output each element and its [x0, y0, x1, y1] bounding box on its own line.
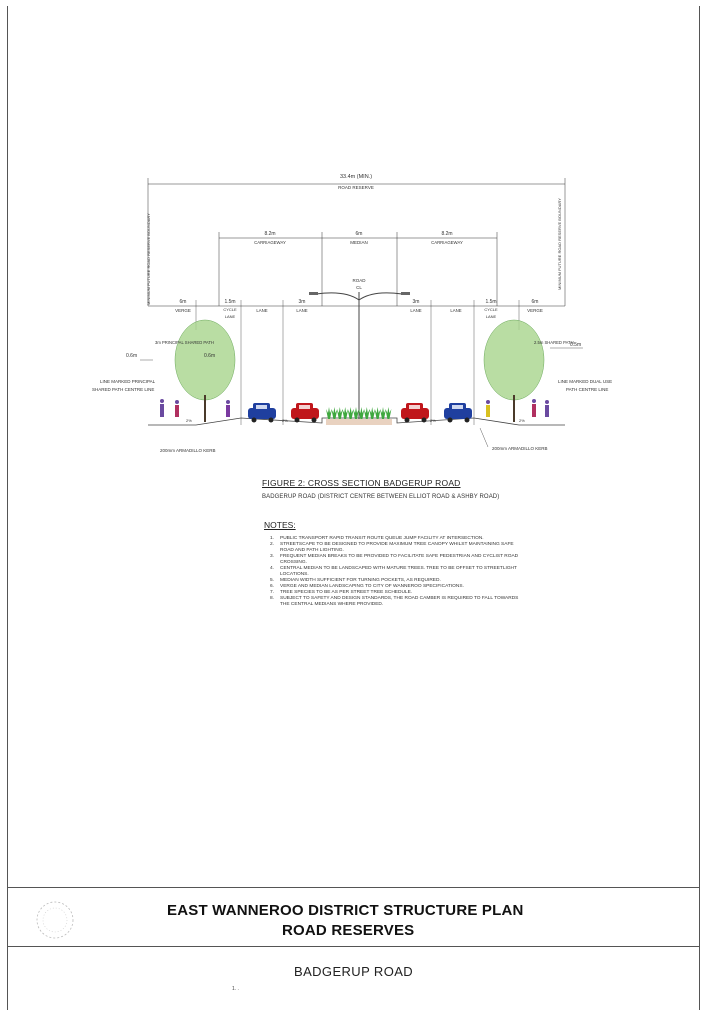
grade-label: 2% [430, 418, 436, 423]
tree-right-icon [483, 319, 545, 422]
median-label: MEDIAN [350, 240, 368, 245]
road-cl-label-2: CL [356, 285, 362, 290]
note-item: SUBJECT TO SAFETY AND DESIGN STANDARDS, … [270, 596, 519, 607]
offset-left2-label: 0.6m [204, 353, 215, 359]
median-plant [380, 407, 386, 419]
median-plant [347, 407, 354, 419]
median-plant [336, 407, 343, 419]
cycle-right-label: CYCLE [484, 307, 498, 312]
road-reserve-label: ROAD RESERVE [338, 185, 374, 190]
car-blue-right-icon [444, 403, 472, 423]
median-planting-icon [326, 407, 392, 419]
verge-right-width: 6m [532, 299, 539, 305]
note-item: PUBLIC TRANSPORT RAPID TRANSIT ROUTE QUE… [270, 536, 484, 542]
carriageway-right-label: CARRIAGEWAY [431, 240, 463, 245]
shared-path-right-label: 2.5m SHARED PATH [534, 340, 574, 345]
kerb-right-label: 200mm ARMADILLO KERB [492, 446, 548, 451]
carriageway-left-width: 8.2m [264, 231, 275, 237]
lane-width: 3m [413, 299, 420, 305]
offset-right-label: 0.5m [570, 342, 581, 348]
figure-subtitle: BADGERUP ROAD (DISTRICT CENTRE BETWEEN E… [262, 494, 500, 500]
median-plant [358, 407, 365, 419]
cross-section-diagram: 33.4m (MIN.) ROAD RESERVE MINIMUM FUTURE… [92, 174, 612, 453]
pedestrians-left-icon [160, 399, 230, 417]
median-plant [363, 407, 370, 419]
grade-label: 2% [282, 418, 288, 423]
notes-heading: NOTES: [264, 520, 296, 530]
median-plant [326, 407, 332, 419]
median-width: 6m [356, 231, 363, 237]
line-marked-right-label: LINE MARKED DUAL USE [558, 379, 612, 384]
car-blue-left-icon [248, 403, 276, 423]
road-name: BADGERUP ROAD [294, 964, 414, 979]
lane-label: LANE [296, 308, 307, 313]
boundary-left-label: MINIMUM FUTURE ROAD RESERVE BOUNDARY [146, 213, 151, 305]
note-item: MEDIAN WIDTH SUFFICIENT FOR TURNING POCK… [270, 578, 441, 584]
line-marked-left-label: LINE MARKED PRINCIPAL [100, 379, 156, 384]
note-item: CENTRAL MEDIAN TO BE LANDSCAPED WITH MAT… [270, 566, 517, 577]
median-plant [353, 407, 359, 419]
kerb-left-label: 200mm ARMADILLO KERB [160, 448, 216, 453]
verge-left-label: VERGE [175, 308, 191, 313]
median-plant [369, 407, 376, 419]
cycle-left-label-2: LANE [225, 314, 236, 319]
median-plant [342, 407, 349, 419]
notes-list: PUBLIC TRANSPORT RAPID TRANSIT ROUTE QUE… [264, 536, 524, 608]
line-marked-right-label-2: PATH CENTRE LINE [566, 387, 608, 392]
title-block: EAST WANNEROO DISTRICT STRUCTURE PLAN RO… [7, 887, 700, 947]
figure-title: FIGURE 2: CROSS SECTION BADGERUP ROAD [262, 478, 461, 488]
street-light-right-icon [401, 292, 410, 295]
note-item: FREQUENT MEDIAN BREAKS TO BE PROVIDED TO… [270, 554, 519, 565]
note-item: STREETSCAPE TO BE DESIGNED TO PROVIDE MA… [270, 542, 514, 553]
plan-subtitle: ROAD RESERVES [282, 922, 415, 939]
tree-left-icon [174, 319, 236, 422]
note-item: TREE SPECIES TO BE AS PER STREET TREE SC… [270, 590, 413, 596]
lane-label: LANE [256, 308, 267, 313]
cycle-right-width: 1.5m [485, 299, 496, 305]
pedestrians-right-icon [486, 399, 549, 417]
figure-caption: FIGURE 2: CROSS SECTION BADGERUP ROAD BA… [262, 478, 499, 500]
sheet-mark: 1. . [232, 986, 239, 992]
median-plant [331, 407, 338, 419]
cycle-right-label-2: LANE [486, 314, 497, 319]
lane-width: 3m [299, 299, 306, 305]
car-red-right-icon [401, 403, 429, 423]
offset-left-label: 0.6m [126, 353, 137, 359]
street-light-left-icon [309, 292, 318, 295]
line-marked-left-label-2: SHARED PATH CENTRE LINE [92, 387, 154, 392]
total-width-label: 33.4m (MIN.) [340, 174, 372, 180]
shared-path-left-label: 3m PRINCIPAL SHARED PATH [155, 340, 214, 345]
cycle-left-width: 1.5m [224, 299, 235, 305]
grade-label: 2% [186, 418, 192, 423]
cycle-left-label: CYCLE [223, 307, 237, 312]
median-plant [385, 407, 392, 419]
drawing-frame [7, 6, 700, 1010]
lane-label: LANE [410, 308, 421, 313]
road-cl-label: ROAD [352, 278, 366, 283]
carriageway-right-width: 8.2m [441, 231, 452, 237]
note-item: VERGE AND MEDIAN LANDSCAPING TO CITY OF … [270, 584, 464, 590]
median-fill [326, 419, 392, 425]
grade-label: 2% [519, 418, 525, 423]
verge-left-width: 6m [180, 299, 187, 305]
lane-label: LANE [450, 308, 461, 313]
verge-right-label: VERGE [527, 308, 543, 313]
median-plant [374, 407, 381, 419]
notes-section: NOTES: PUBLIC TRANSPORT RAPID TRANSIT RO… [264, 520, 524, 608]
car-red-left-icon [291, 403, 319, 423]
logo-icon [36, 901, 74, 939]
carriageway-left-label: CARRIAGEWAY [254, 240, 286, 245]
plan-title: EAST WANNEROO DISTRICT STRUCTURE PLAN [167, 902, 524, 919]
boundary-right-label: MINIMUM FUTURE ROAD RESERVE BOUNDARY [557, 198, 562, 290]
